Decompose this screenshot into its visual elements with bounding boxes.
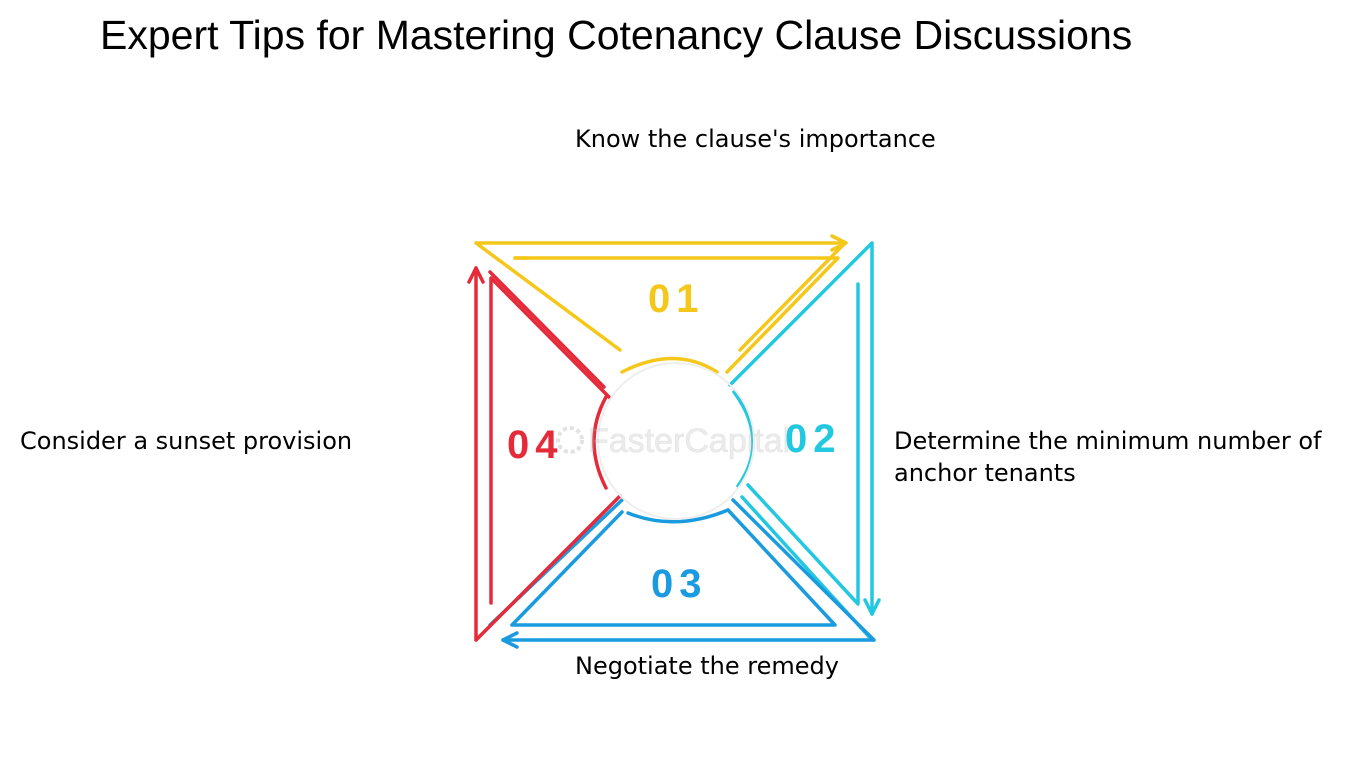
segment-04-inner-arc — [592, 395, 608, 490]
segment-01-inner-arc — [620, 356, 719, 374]
segment-03-inner-line — [510, 508, 837, 627]
segment-04 — [467, 266, 622, 642]
segment-03-inner-arc — [626, 508, 730, 524]
step-label-04: Consider a sunset provision — [20, 427, 353, 455]
step-number-02: 02 — [785, 417, 842, 461]
arrow-head-04 — [467, 266, 485, 284]
step-number-04: 04 — [507, 423, 564, 467]
arrow-head-03 — [501, 631, 519, 649]
watermark-gear-icon — [556, 426, 584, 454]
segment-02-inner-arc — [732, 390, 755, 488]
segment-04-outline — [474, 266, 622, 642]
step-number-03: 03 — [651, 562, 708, 606]
segment-02 — [728, 241, 881, 642]
segment-02-inner-line — [746, 282, 860, 606]
watermark-text: FasterCapital — [588, 422, 790, 460]
arrow-head-02 — [863, 598, 881, 616]
segment-01 — [474, 234, 848, 374]
step-label-03: Negotiate the remedy — [575, 652, 839, 680]
page-title: Expert Tips for Mastering Cotenancy Clau… — [100, 12, 1133, 58]
step-label-01: Know the clause's importance — [575, 125, 936, 153]
center-circle — [597, 362, 755, 520]
arrow-head-01 — [830, 234, 848, 252]
segment-01-inner-line — [513, 256, 840, 374]
watermark: FasterCapital — [556, 422, 791, 460]
step-number-01: 01 — [648, 277, 705, 321]
step-label-02: Determine the minimum number of anchor t… — [894, 427, 1322, 487]
segment-03 — [488, 498, 876, 649]
segment-04-inner-line — [489, 276, 612, 605]
